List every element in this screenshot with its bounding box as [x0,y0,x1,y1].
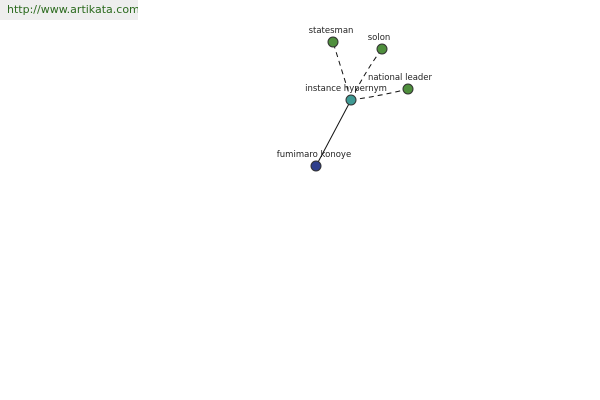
node-instance-hypernym[interactable]: instance hypernym [305,84,387,106]
edges [315,41,409,167]
node-statesman[interactable]: statesman [309,26,354,48]
node-instance-hypernym-marker[interactable] [345,94,357,106]
edge-instance-hypernym-to-fumimaro-konoye [315,99,352,167]
node-fumimaro-konoye-label[interactable]: fumimaro konoye [277,150,351,160]
node-national-leader-marker[interactable] [402,83,414,95]
source-url[interactable]: http://www.artikata.com [0,0,138,20]
node-solon[interactable]: solon [368,33,391,55]
node-statesman-label[interactable]: statesman [309,26,354,36]
node-national-leader[interactable]: national leader [368,73,433,95]
node-fumimaro-konoye[interactable]: fumimaro konoye [277,150,351,172]
edge-instance-hypernym-to-statesman [332,41,352,101]
node-solon-marker[interactable] [376,43,388,55]
node-instance-hypernym-label[interactable]: instance hypernym [305,84,387,94]
node-national-leader-label[interactable]: national leader [368,73,433,83]
node-fumimaro-konoye-marker[interactable] [310,160,322,172]
node-solon-label[interactable]: solon [368,33,391,43]
node-statesman-marker[interactable] [327,36,339,48]
